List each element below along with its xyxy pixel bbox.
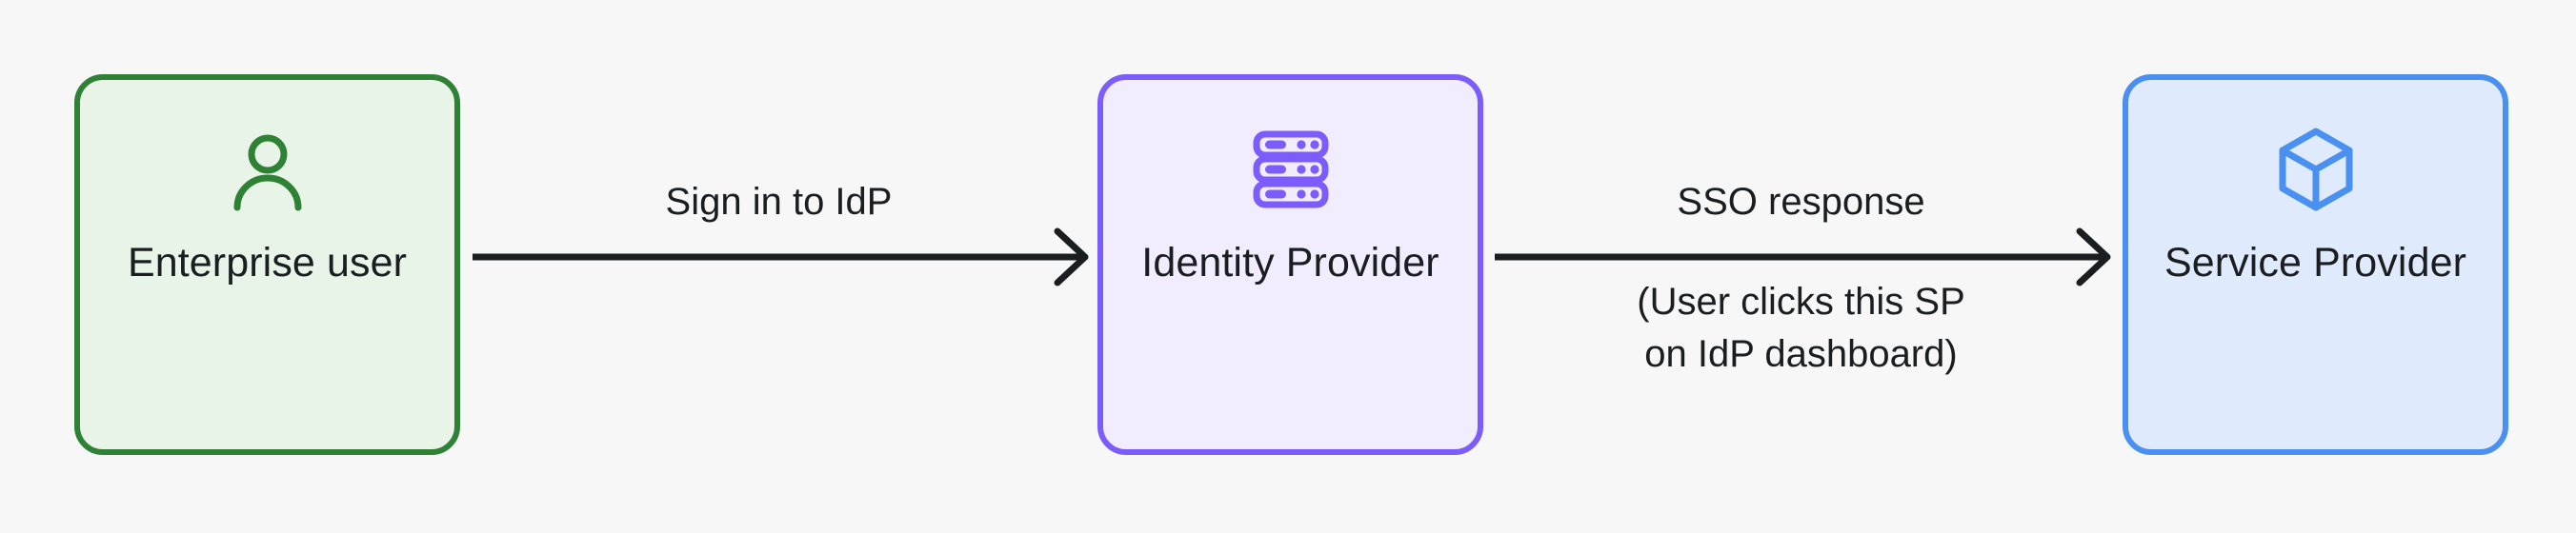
node-label-enterprise-user: Enterprise user	[127, 240, 408, 286]
person-icon	[226, 126, 310, 213]
edge-label-sso-response-note: (User clicks this SP on IdP dashboard)	[1637, 281, 1965, 375]
cube-icon	[2273, 126, 2359, 213]
edge-idp-to-sp	[1489, 0, 2118, 533]
edge-user-to-idp	[467, 0, 1096, 533]
server-rack-icon	[1247, 126, 1335, 213]
node-identity-provider[interactable]: Identity Provider	[1097, 74, 1483, 455]
node-label-service-provider: Service Provider	[2163, 240, 2467, 286]
node-enterprise-user[interactable]: Enterprise user	[74, 74, 460, 455]
node-service-provider[interactable]: Service Provider	[2123, 74, 2508, 455]
edge-label-sso-response: SSO response	[1677, 181, 1925, 223]
node-label-identity-provider: Identity Provider	[1141, 240, 1439, 286]
edge-label-sign-in-to-idp: Sign in to IdP	[665, 181, 893, 223]
